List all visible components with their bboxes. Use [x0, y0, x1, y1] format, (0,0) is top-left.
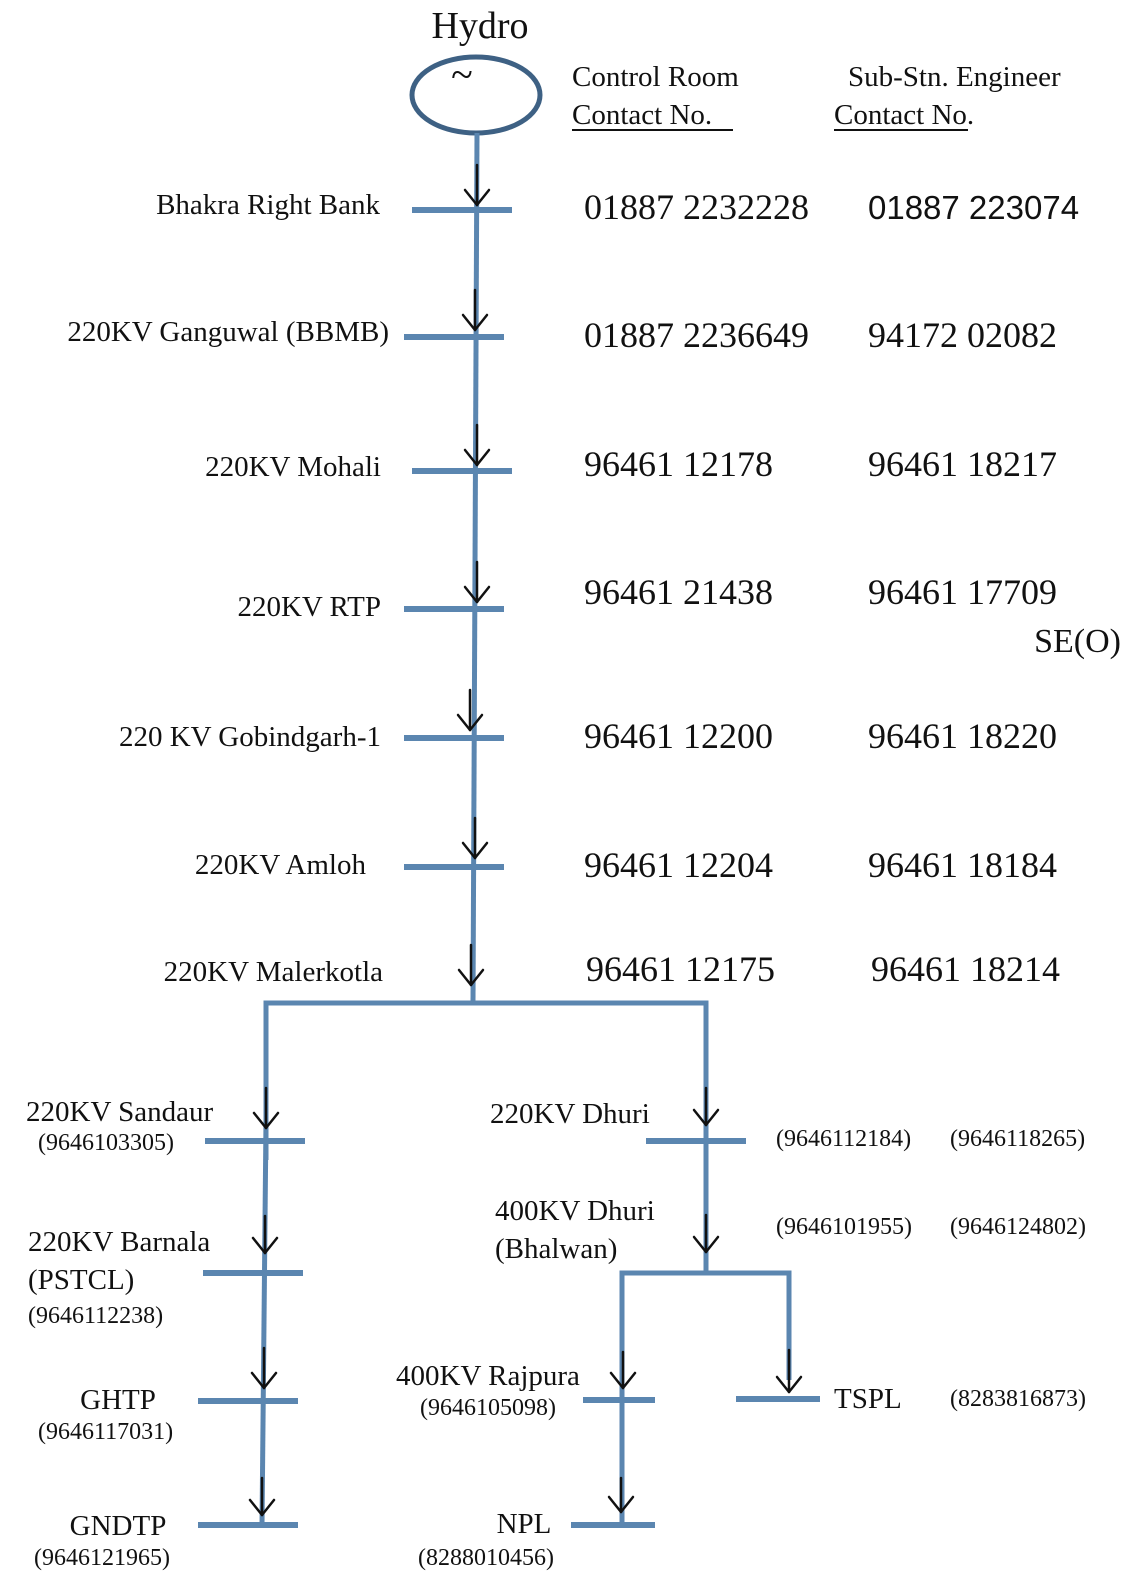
engineer-subheader: Contact No.: [834, 99, 974, 131]
station-phone: (9646117031): [38, 1419, 173, 1445]
arrow-down-icon: [457, 943, 485, 987]
station-phone: (9646124802): [950, 1214, 1086, 1240]
station-phone: (8288010456): [418, 1545, 554, 1571]
generator-symbol: [409, 54, 543, 136]
station-label: Bhakra Right Bank: [156, 189, 380, 221]
station-phone: (8283816873): [950, 1386, 1086, 1412]
arrow-down-icon: [251, 1214, 279, 1255]
station-label: 220KV Sandaur: [26, 1096, 213, 1128]
station-label: 220KV Barnala: [28, 1226, 210, 1258]
engineer-number: 96461 18214: [871, 949, 1060, 989]
diagram-title: Hydro: [431, 5, 528, 47]
engineer-number: 96461 17709: [868, 572, 1057, 612]
engineer-number: 96461 18184: [868, 845, 1057, 885]
control-room-number: 96461 12175: [586, 949, 775, 989]
station-label: 220 KV Gobindgarh-1: [119, 721, 381, 753]
arrow-down-icon: [252, 1086, 280, 1130]
tilde-icon: ~: [451, 52, 473, 97]
control-room-number: 96461 12200: [584, 716, 773, 756]
control-room-number: 96461 21438: [584, 572, 773, 612]
split-feeder-line: [263, 1000, 709, 1160]
engineer-number: 96461 18220: [868, 716, 1057, 756]
control-room-number: 01887 2232228: [584, 187, 809, 227]
arrow-down-icon: [463, 163, 491, 207]
station-label: GHTP: [80, 1384, 156, 1416]
engineer-number: 01887 223074: [868, 189, 1079, 226]
arrow-down-icon: [607, 1476, 635, 1514]
station-label: (Bhalwan): [495, 1233, 617, 1265]
station-phone: (9646121965): [34, 1545, 170, 1571]
station-phone: (9646101955): [776, 1214, 912, 1240]
arrow-down-icon: [775, 1348, 803, 1394]
control-room-subheader: Contact No.: [572, 99, 712, 131]
arrow-down-icon: [692, 1086, 720, 1127]
station-label: 400KV Dhuri: [495, 1195, 655, 1227]
station-label: 220KV Amloh: [195, 849, 367, 881]
arrow-down-icon: [250, 1346, 278, 1390]
station-phone: (9646112238): [28, 1303, 163, 1329]
station-label: NPL: [497, 1508, 552, 1540]
station-label: 400KV Rajpura: [396, 1360, 580, 1392]
left-branch-line: [259, 1119, 269, 1526]
arrow-down-icon: [461, 816, 489, 860]
arrow-down-icon: [456, 688, 484, 732]
station-label: GNDTP: [70, 1510, 167, 1542]
arrow-down-icon: [609, 1350, 637, 1390]
control-room-number: 96461 12204: [584, 845, 773, 885]
station-label: 220KV RTP: [237, 591, 381, 623]
engineer-header: Sub-Stn. Engineer: [848, 61, 1061, 93]
station-phone: (9646103305): [38, 1130, 174, 1156]
station-label: 220KV Malerkotla: [164, 956, 383, 988]
arrow-down-icon: [692, 1213, 720, 1254]
station-phone: (9646112184): [776, 1126, 911, 1152]
station-phone: (9646118265): [950, 1126, 1085, 1152]
control-room-number: 96461 12178: [584, 444, 773, 484]
arrow-down-icon: [463, 423, 491, 467]
arrow-down-icon: [461, 288, 489, 332]
station-label: 220KV Dhuri: [490, 1098, 650, 1130]
engineer-number: 94172 02082: [868, 315, 1057, 355]
control-room-header: Control Room: [572, 61, 739, 93]
station-label: TSPL: [834, 1383, 902, 1415]
engineer-note: SE(O): [1034, 623, 1121, 660]
station-label: (PSTCL): [28, 1264, 134, 1296]
station-label: 220KV Ganguwal (BBMB): [67, 316, 389, 348]
station-label: 220KV Mohali: [205, 451, 381, 483]
engineer-number: 96461 18217: [868, 444, 1057, 484]
arrow-down-icon: [463, 560, 491, 604]
station-phone: (9646105098): [420, 1395, 556, 1421]
control-room-number: 01887 2236649: [584, 315, 809, 355]
arrow-down-icon: [248, 1476, 276, 1517]
